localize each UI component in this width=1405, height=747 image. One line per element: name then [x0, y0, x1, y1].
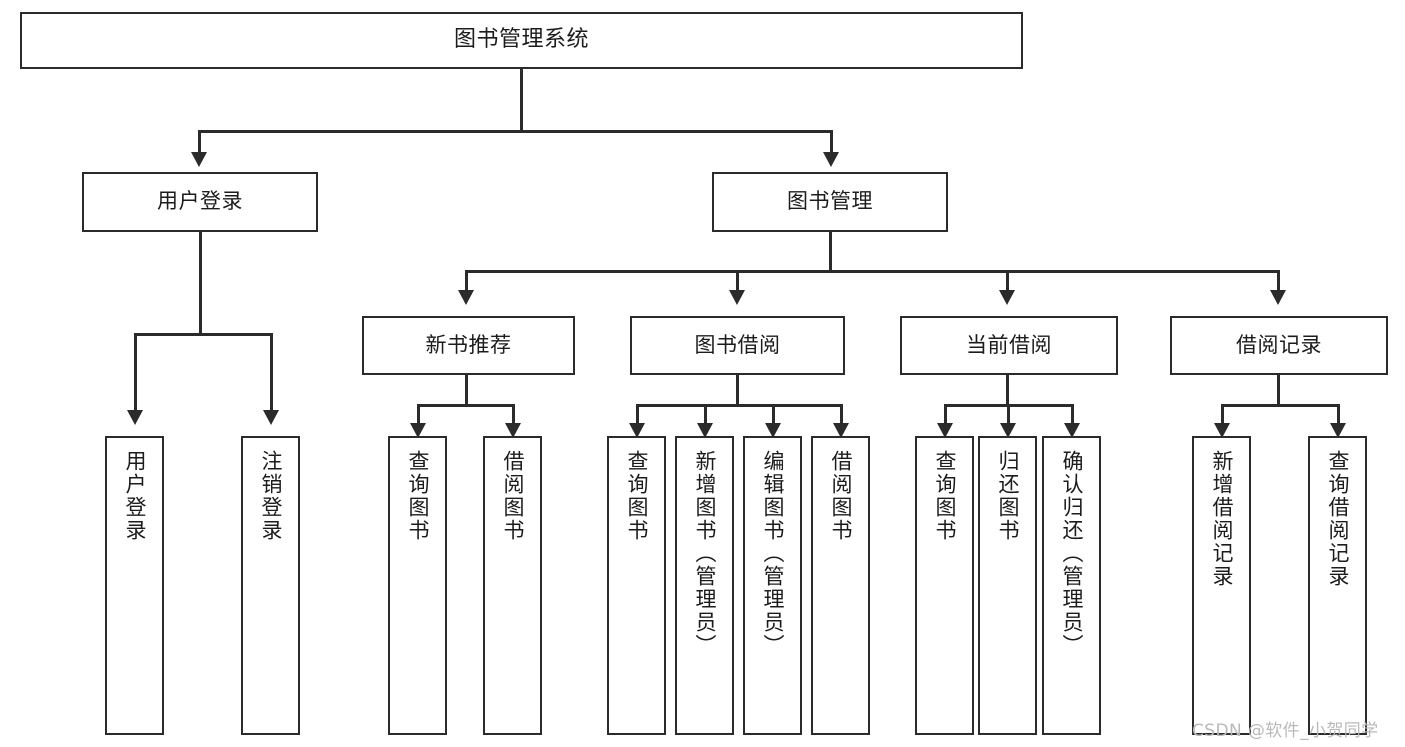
arrowhead-user-login-leaf-2: [263, 410, 279, 425]
connector-book-manage-to-book-borrow: [736, 270, 739, 292]
node-label: 当前借阅: [966, 332, 1052, 357]
connector-book-manage-to-current-borrow: [1006, 270, 1009, 292]
node-label: 查询图书: [932, 450, 957, 542]
connector-borrow-record-bar: [1222, 404, 1339, 407]
connector-book-borrow-to-leaf-1: [636, 404, 639, 426]
node-label: 注销登录: [258, 450, 283, 542]
connector-current-borrow-to-leaf-3: [1071, 404, 1074, 426]
node-leaf-add-record[interactable]: 新增借阅记录: [1192, 436, 1251, 735]
connector-current-borrow-to-leaf-1: [944, 404, 947, 426]
node-label: 查询图书: [624, 450, 649, 542]
node-label: 新增图书（管理员）: [692, 450, 717, 657]
node-label: 归还图书: [995, 450, 1020, 542]
arrowhead-user-login-leaf-1: [127, 410, 143, 425]
connector-book-manage-bar: [466, 270, 1278, 273]
connector-book-manage-to-new-book: [465, 270, 468, 292]
node-leaf-borrow-book-1[interactable]: 借阅图书: [483, 436, 542, 735]
node-leaf-query-book-2[interactable]: 查询图书: [607, 436, 666, 735]
connector-book-borrow-stem: [736, 375, 739, 406]
node-leaf-query-book-1[interactable]: 查询图书: [388, 436, 447, 735]
node-leaf-query-book-3[interactable]: 查询图书: [915, 436, 974, 735]
connector-book-borrow-bar: [637, 404, 842, 407]
csdn-watermark: CSDN @软件_小贺同学: [1192, 721, 1379, 741]
connector-new-book-stem: [465, 375, 468, 406]
arrowhead-book-manage-borrow-record: [1270, 290, 1286, 305]
node-book-manage[interactable]: 图书管理: [712, 172, 948, 232]
connector-borrow-record-to-leaf-1: [1221, 404, 1224, 426]
node-label: 图书借阅: [694, 332, 781, 357]
node-leaf-edit-book[interactable]: 编辑图书（管理员）: [743, 436, 802, 735]
connector-user-login-bar: [135, 333, 272, 336]
node-leaf-add-book[interactable]: 新增图书（管理员）: [675, 436, 734, 735]
connector-new-book-to-leaf-1: [417, 404, 420, 426]
node-leaf-return-book[interactable]: 归还图书: [978, 436, 1037, 735]
arrowhead-root-to-user-login: [191, 152, 207, 167]
node-new-book-recommend[interactable]: 新书推荐: [362, 316, 575, 375]
node-label: 确认归还（管理员）: [1059, 450, 1084, 657]
arrowhead-current-borrow-leaf-1: [937, 423, 953, 438]
node-borrow-record[interactable]: 借阅记录: [1170, 316, 1388, 375]
arrowhead-borrow-record-leaf-2: [1330, 423, 1346, 438]
connector-book-borrow-to-leaf-3: [772, 404, 775, 426]
node-leaf-query-record[interactable]: 查询借阅记录: [1308, 436, 1367, 735]
arrowhead-book-manage-new-book: [458, 290, 474, 305]
connector-user-login-stem: [199, 232, 202, 335]
node-current-borrow[interactable]: 当前借阅: [900, 316, 1118, 375]
node-label: 借阅记录: [1236, 332, 1322, 357]
node-label: 图书管理系统: [453, 27, 589, 53]
node-label: 用户登录: [157, 189, 243, 214]
arrowhead-current-borrow-leaf-3: [1064, 423, 1080, 438]
arrowhead-book-manage-book-borrow: [729, 290, 745, 305]
arrowhead-root-to-book-manage: [823, 152, 839, 167]
node-leaf-confirm-return[interactable]: 确认归还（管理员）: [1042, 436, 1101, 735]
node-leaf-user-login[interactable]: 用户登录: [105, 436, 164, 735]
node-label: 借阅图书: [828, 450, 853, 542]
arrowhead-book-manage-current-borrow: [999, 290, 1015, 305]
arrowhead-current-borrow-leaf-2: [1000, 423, 1016, 438]
node-root-system[interactable]: 图书管理系统: [20, 12, 1023, 69]
connector-current-borrow-to-leaf-2: [1007, 404, 1010, 426]
node-label: 新增借阅记录: [1209, 450, 1234, 588]
connector-book-manage-to-borrow-record: [1277, 270, 1280, 292]
connector-new-book-bar: [418, 404, 514, 407]
connector-book-borrow-to-leaf-4: [840, 404, 843, 426]
node-user-login[interactable]: 用户登录: [82, 172, 318, 232]
arrowhead-new-book-leaf-1: [410, 423, 426, 438]
connector-current-borrow-stem: [1006, 375, 1009, 406]
node-label: 图书管理: [787, 189, 873, 214]
arrowhead-book-borrow-leaf-1: [629, 423, 645, 438]
connector-root-to-user-login: [198, 130, 201, 155]
connector-book-borrow-to-leaf-2: [704, 404, 707, 426]
arrowhead-book-borrow-leaf-4: [833, 423, 849, 438]
connector-new-book-to-leaf-2: [512, 404, 515, 426]
arrowhead-book-borrow-leaf-3: [765, 423, 781, 438]
arrowhead-new-book-leaf-2: [505, 423, 521, 438]
node-label: 查询图书: [405, 450, 430, 542]
arrowhead-book-borrow-leaf-2: [697, 423, 713, 438]
connector-user-login-to-leaf-1: [134, 333, 137, 413]
connector-root-stem: [520, 69, 523, 131]
node-label: 新书推荐: [425, 332, 512, 357]
connector-root-bar: [198, 130, 832, 133]
connector-borrow-record-to-leaf-2: [1337, 404, 1340, 426]
node-label: 编辑图书（管理员）: [760, 450, 785, 657]
node-book-borrow[interactable]: 图书借阅: [630, 316, 845, 375]
connector-book-manage-stem: [829, 232, 832, 272]
arrowhead-borrow-record-leaf-1: [1214, 423, 1230, 438]
connector-user-login-to-leaf-2: [270, 333, 273, 413]
node-label: 查询借阅记录: [1325, 450, 1350, 588]
node-label: 借阅图书: [500, 450, 525, 542]
node-leaf-borrow-book-2[interactable]: 借阅图书: [811, 436, 870, 735]
connector-root-to-book-manage: [830, 130, 833, 155]
connector-borrow-record-stem: [1277, 375, 1280, 406]
node-label: 用户登录: [122, 450, 147, 542]
node-leaf-logout[interactable]: 注销登录: [241, 436, 300, 735]
